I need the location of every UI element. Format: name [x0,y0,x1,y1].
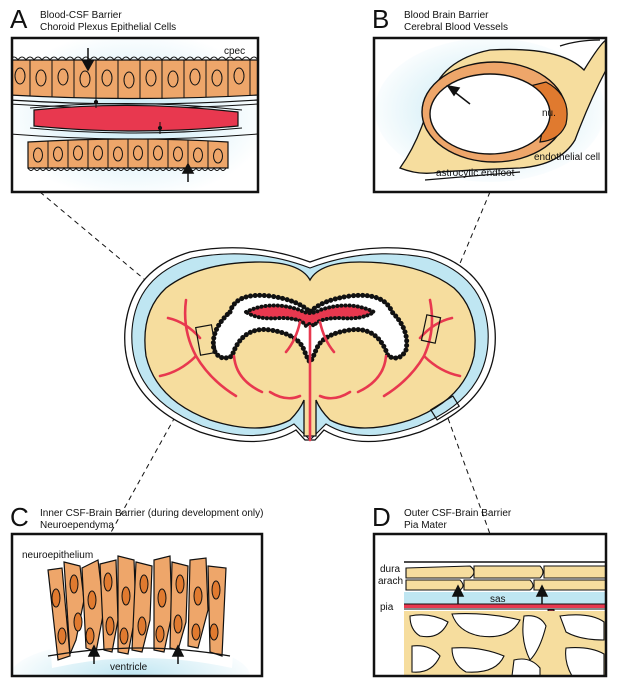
label-sas: sas [490,594,506,605]
label-dura: dura [380,564,400,575]
brain-section [125,248,496,442]
label-arach: arach [378,576,403,587]
label-neuroepithelium: neuroepithelium [22,550,93,561]
panel-c-neuroependyma: neuroepithelium ventricle [10,534,262,682]
epithelial-row-top [10,57,258,99]
label-ventricle: ventricle [110,662,148,673]
panel-a-choroid-plexus: cpec [10,38,258,192]
arachnoid-layer [406,566,606,590]
panel-b-blood-vessel: nu. endothelial cell astrocytic endfoot [374,38,606,192]
connector-d [445,410,490,534]
panel-d-pia-mater: dura arach sas pia [374,534,606,676]
capillary [34,105,238,131]
label-pia: pia [380,602,394,613]
label-astrocytic-endfoot: astrocytic endfoot [436,168,515,179]
label-nucleus: nu. [542,108,556,119]
neuroepithelial-cells [48,556,226,660]
label-cpec: cpec [224,46,245,57]
label-endothelial-cell: endothelial cell [534,152,600,163]
epithelial-row-bottom [28,139,228,171]
